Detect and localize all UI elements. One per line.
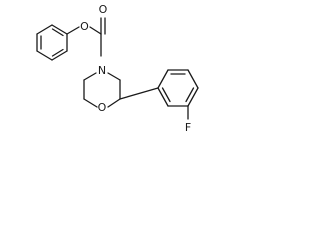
bond bbox=[157, 87, 169, 107]
bond bbox=[66, 26, 80, 35]
bond bbox=[36, 24, 53, 35]
double-bond-inner bbox=[185, 87, 195, 103]
fluorine-label: F bbox=[185, 121, 191, 134]
bond bbox=[83, 98, 98, 108]
fluorophenyl-ring bbox=[157, 69, 199, 120]
phenyl-ring bbox=[36, 24, 68, 61]
ring-oxygen-label: O bbox=[98, 101, 107, 114]
bond bbox=[89, 26, 102, 35]
bond bbox=[36, 50, 53, 61]
bond bbox=[187, 87, 199, 107]
ring-nitrogen-label: N bbox=[98, 64, 106, 77]
bond bbox=[119, 87, 159, 100]
bond bbox=[107, 98, 121, 108]
bond bbox=[157, 69, 169, 89]
chemical-structure-diagram: O O N O F bbox=[36, 3, 199, 134]
bond bbox=[51, 24, 68, 35]
carbonyl-oxygen-label: O bbox=[99, 3, 108, 16]
ester-oxygen-label: O bbox=[80, 20, 89, 33]
bond bbox=[83, 72, 97, 81]
double-bond-inner bbox=[51, 28, 64, 37]
carbamate-group bbox=[66, 17, 106, 57]
double-bond-inner bbox=[51, 48, 64, 57]
morpholine-ring bbox=[83, 72, 121, 108]
atom-labels: O O N O F bbox=[80, 3, 191, 134]
bond bbox=[51, 50, 68, 61]
bond bbox=[187, 69, 199, 89]
double-bond-inner bbox=[161, 87, 171, 103]
bond bbox=[107, 72, 121, 81]
